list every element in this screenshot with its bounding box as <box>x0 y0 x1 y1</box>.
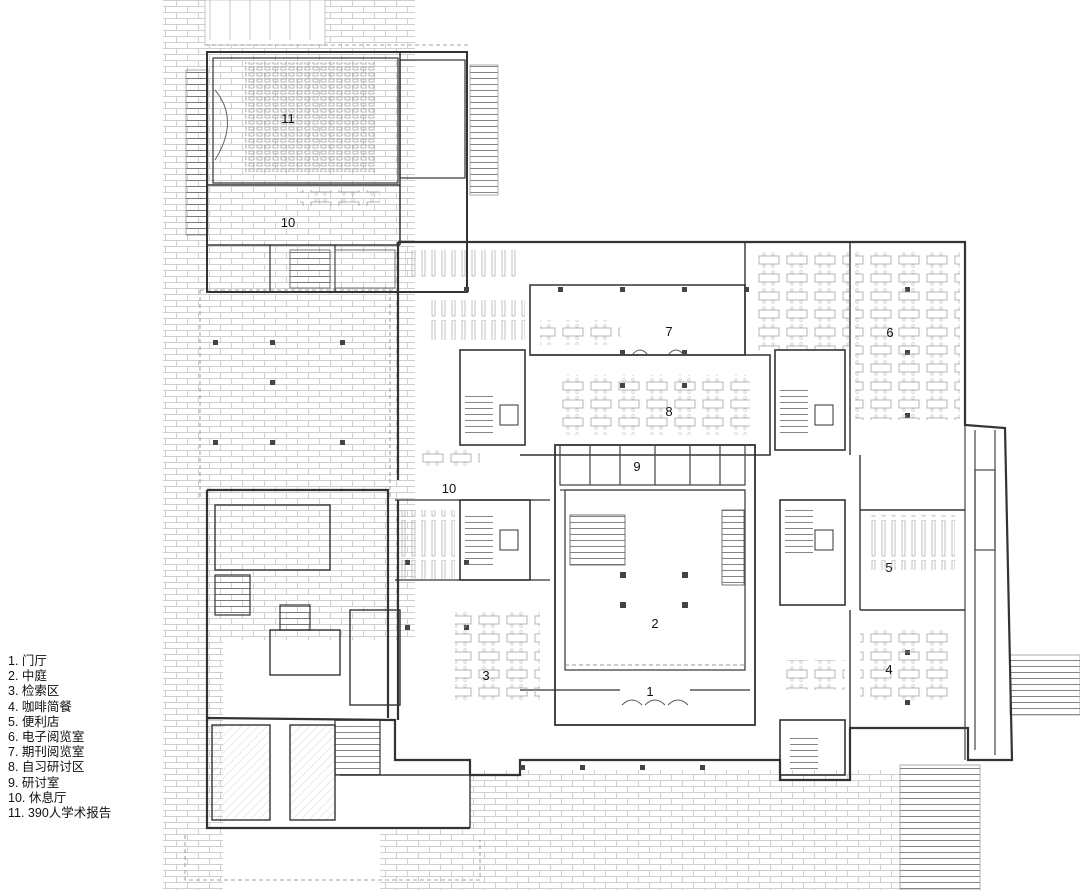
legend-item: 9. 研讨室 <box>8 775 60 790</box>
legend-item: 7. 期刊阅览室 <box>8 745 85 760</box>
seminar-rooms <box>559 445 746 491</box>
stair-cores <box>214 349 846 776</box>
auditorium-stage <box>214 89 228 161</box>
auditorium-toilets <box>334 249 396 289</box>
room-label-8: 8 <box>665 404 672 419</box>
legend-item: 3. 检索区 <box>8 684 60 699</box>
legend-item: 4. 咖啡简餐 <box>8 699 72 714</box>
legend-item: 8. 自习研讨区 <box>8 760 85 775</box>
legend-item: 10. 休息厅 <box>8 790 67 805</box>
entrance-doors <box>621 349 689 706</box>
legend-item: 2. 中庭 <box>8 669 47 684</box>
legend-item: 1. 门厅 <box>8 654 47 668</box>
room-label-4: 4 <box>885 662 892 677</box>
room-label-6: 6 <box>886 325 893 340</box>
room-label-9: 9 <box>633 459 640 474</box>
auditorium-seating <box>245 62 375 172</box>
atrium-escalator <box>565 509 745 666</box>
room-label-2: 2 <box>651 616 658 631</box>
legend-item: 6. 电子阅览室 <box>8 730 85 745</box>
legend-item: 11. 390人学术报告 <box>8 806 112 821</box>
room-label-10-west: 10 <box>442 481 456 496</box>
legend-item: 5. 便利店 <box>8 714 60 729</box>
room-legend: 1. 门厅 2. 中庭 3. 检索区 4. 咖啡简餐 5. 便利店 6. 电子阅… <box>8 654 111 821</box>
room-label-5: 5 <box>885 560 892 575</box>
room-label-1: 1 <box>646 684 653 699</box>
auditorium-block <box>206 51 468 293</box>
room-label-3: 3 <box>482 668 489 683</box>
room-labels: 1 2 3 4 5 6 7 8 9 10 10 11 <box>281 111 894 699</box>
furniture <box>400 250 960 700</box>
auditorium-stair <box>289 249 331 289</box>
foyer-furniture <box>300 190 380 206</box>
east-facade <box>964 425 996 760</box>
room-label-7: 7 <box>665 324 672 339</box>
west-wing-rooms <box>211 504 471 828</box>
room-label-10-north: 10 <box>281 215 295 230</box>
site-boundary <box>184 44 481 881</box>
room-label-11: 11 <box>281 111 295 126</box>
